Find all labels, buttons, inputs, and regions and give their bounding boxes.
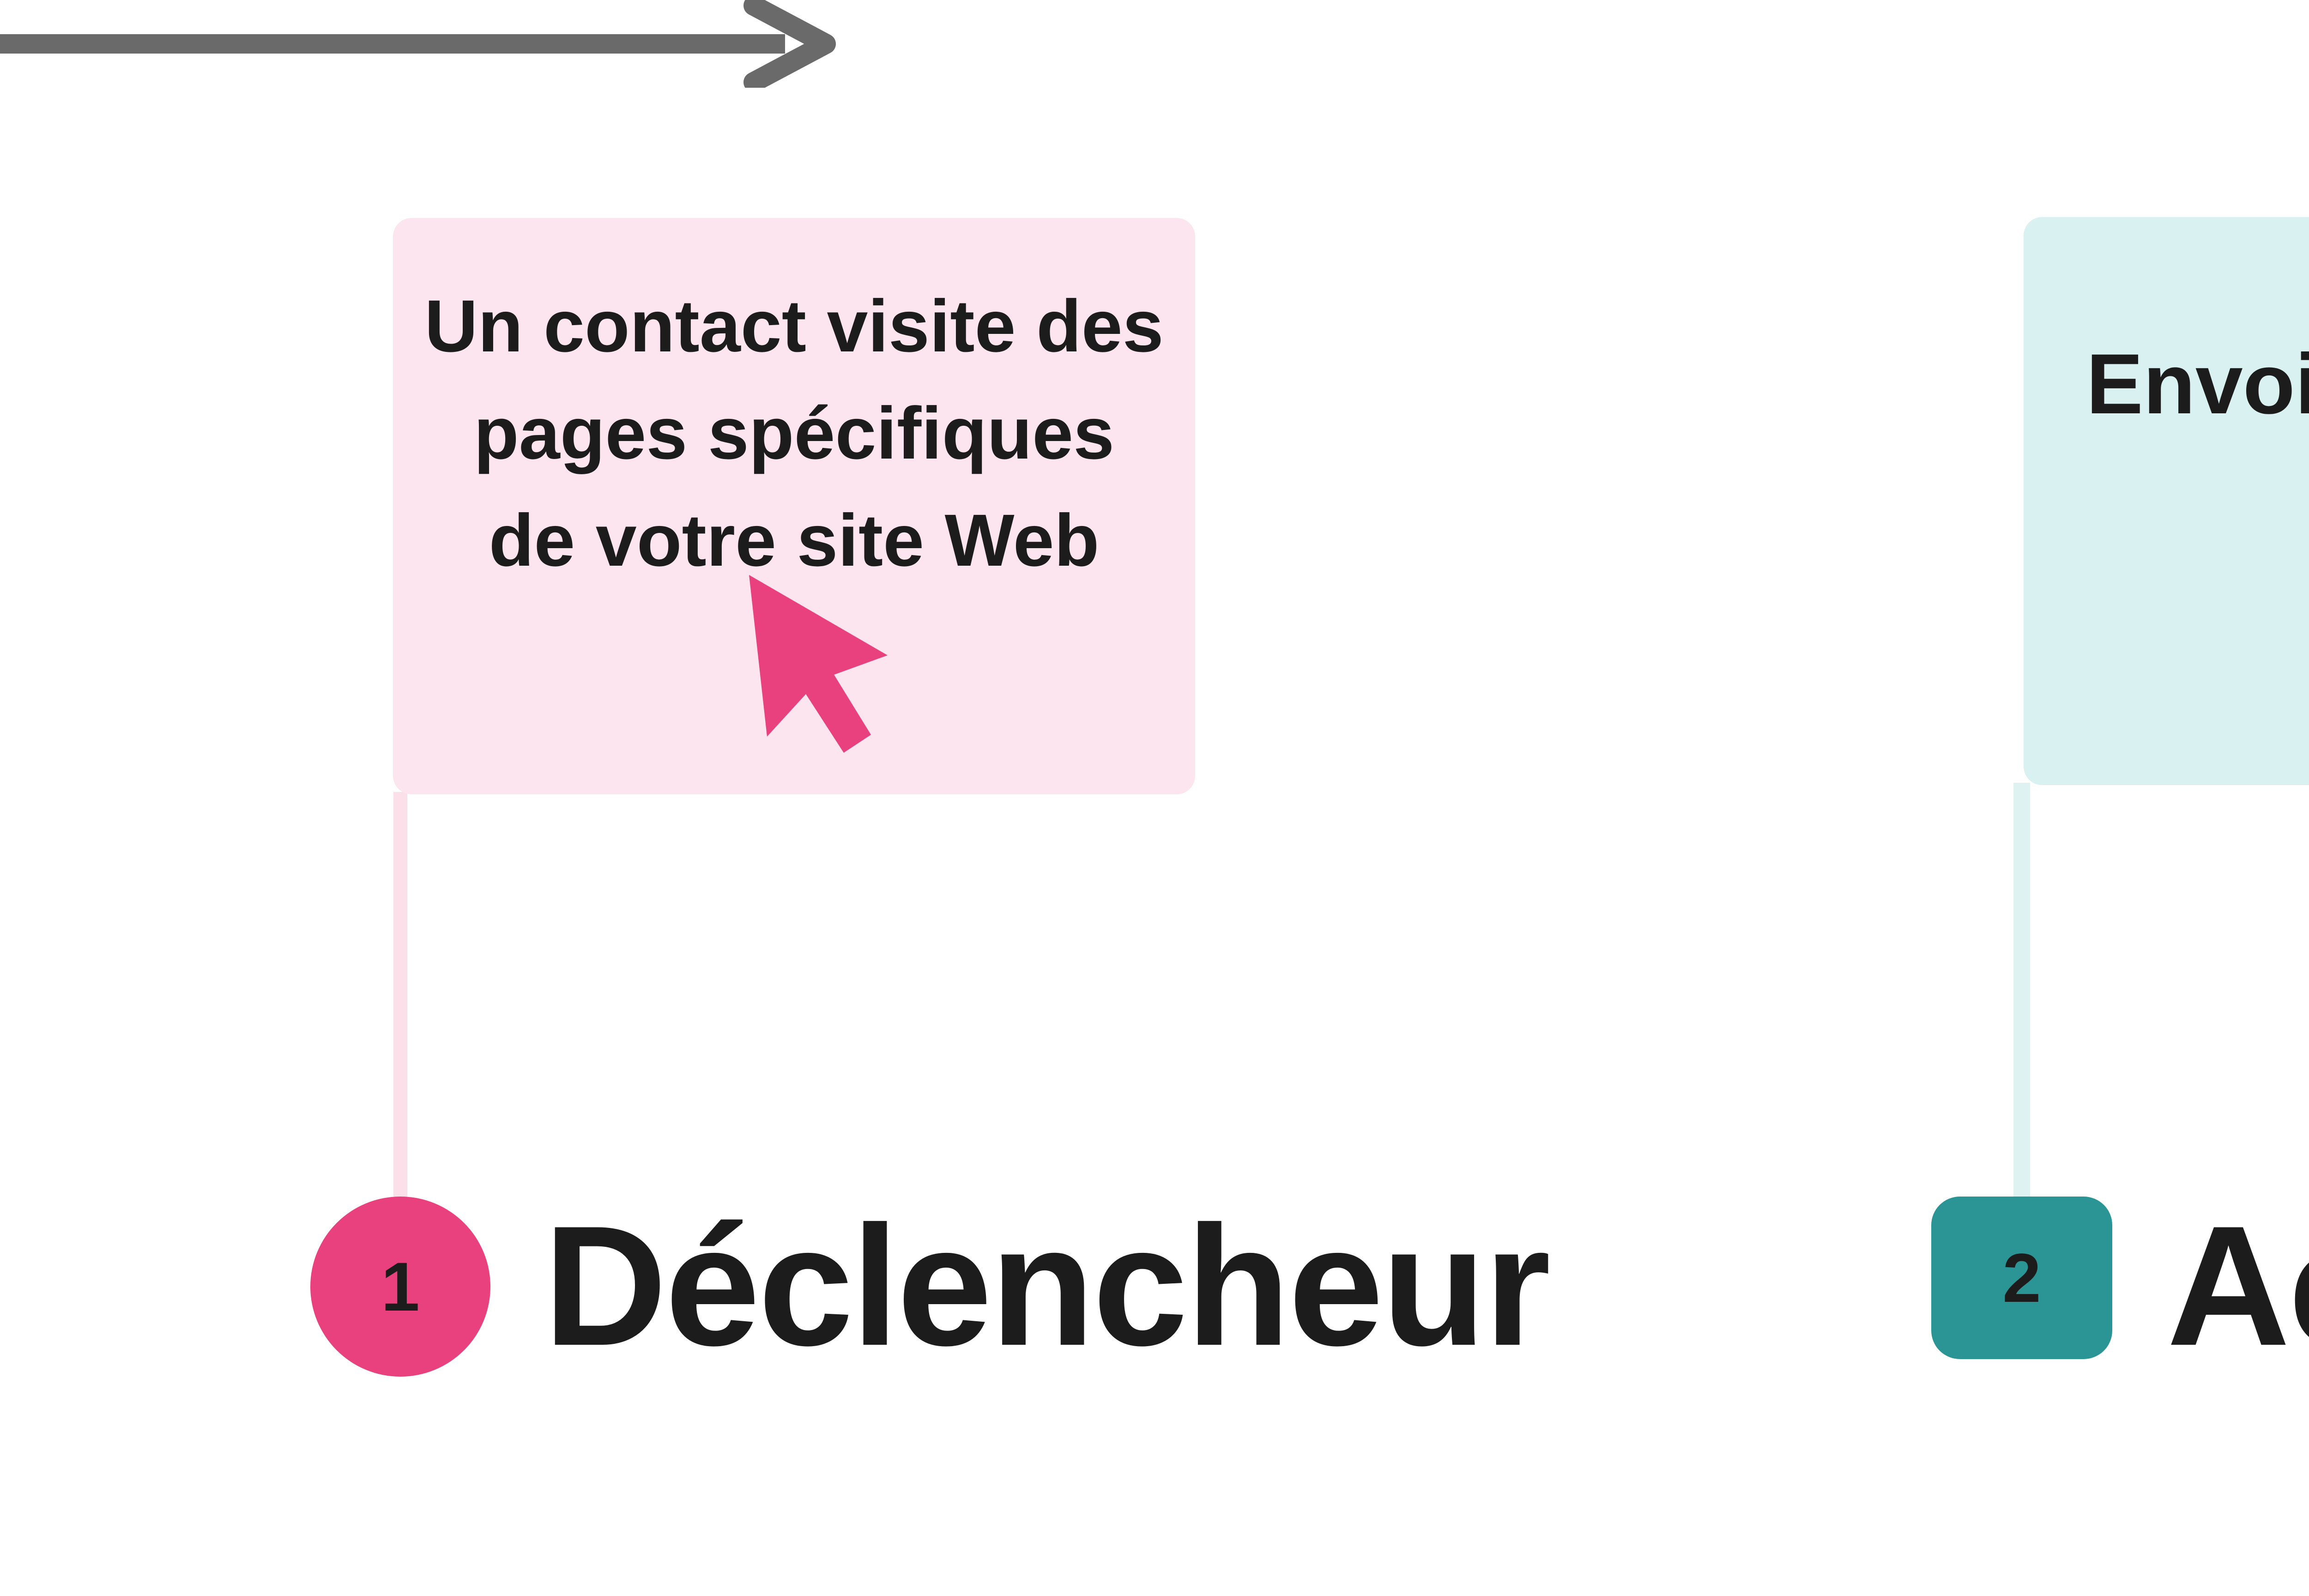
trigger-connector-line (393, 792, 407, 1198)
trigger-text-line: de votre site Web (489, 499, 1100, 581)
action-connector-line (2013, 783, 2030, 1198)
envelope-icon (2304, 556, 2309, 767)
action-label: Action (2167, 1191, 2309, 1381)
arrow-right-icon (0, 0, 836, 92)
action-title: Envoi d’un email (2086, 337, 2309, 432)
trigger-number-badge: 1 (310, 1197, 490, 1377)
action-node-card: Envoi d’un email (2024, 217, 2309, 785)
mouse-cursor-icon (749, 575, 888, 753)
action-number-badge: 2 (1931, 1197, 2112, 1359)
action-number: 2 (2002, 1239, 2041, 1317)
trigger-label: Déclencheur (544, 1191, 1551, 1381)
trigger-text-line: Un contact visite des (424, 284, 1164, 367)
trigger-number: 1 (381, 1248, 420, 1325)
trigger-text-line: pages spécifiques (473, 392, 1115, 474)
